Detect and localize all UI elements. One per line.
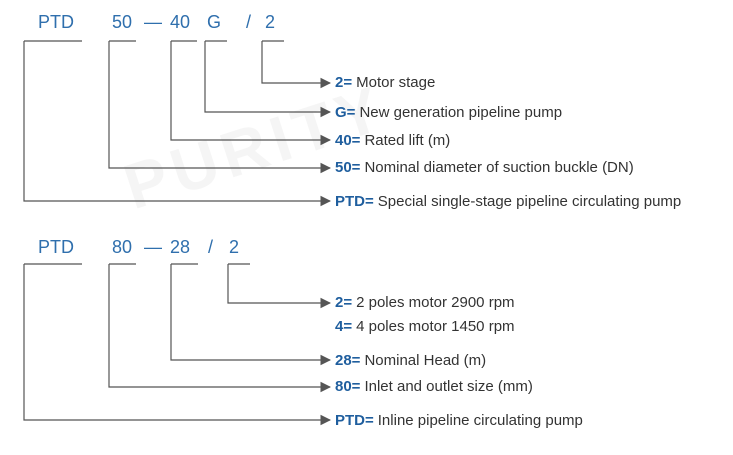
connector-size	[108, 264, 332, 393]
legend-row-generation: G=New generation pipeline pump	[335, 102, 562, 124]
legend-desc: Special single-stage pipeline circulatin…	[377, 193, 682, 210]
code-slash-2: /	[208, 237, 214, 257]
legend-key: 2=	[335, 74, 353, 91]
legend-row-diameter: 50=Nominal diameter of suction buckle (D…	[335, 157, 634, 179]
legend-desc: New generation pipeline pump	[359, 104, 563, 121]
code-diameter: 50	[112, 12, 133, 32]
code-lift: 40	[170, 12, 191, 32]
legend-desc: Nominal diameter of suction buckle (DN)	[364, 159, 634, 176]
legend-desc: Motor stage	[356, 74, 436, 91]
legend-key: 4=	[335, 318, 353, 335]
connector-diameter	[108, 41, 332, 174]
legend-key: 2=	[335, 294, 353, 311]
legend-row-lift: 40=Rated lift (m)	[335, 130, 450, 152]
legend-row-poles-2: 2=2 poles motor 2900 rpm	[335, 292, 515, 314]
connector-lift	[170, 41, 332, 146]
legend-desc: Rated lift (m)	[364, 132, 451, 149]
legend-key: PTD=	[335, 193, 374, 210]
code-dash: —	[144, 12, 162, 32]
legend-desc: 2 poles motor 2900 rpm	[356, 294, 515, 311]
code-size: 80	[112, 237, 133, 257]
connector-stage	[261, 41, 332, 89]
legend-key: PTD=	[335, 412, 374, 429]
legend-desc: 4 poles motor 1450 rpm	[356, 318, 515, 335]
connector-ptd	[23, 41, 332, 207]
legend-row-poles-4: 4=4 poles motor 1450 rpm	[335, 316, 515, 338]
code-ptd: PTD	[38, 12, 74, 32]
legend-key: 28=	[335, 352, 361, 369]
code-stage: 2	[265, 12, 276, 32]
connector-head	[170, 264, 332, 366]
code-head: 28	[170, 237, 191, 257]
legend-row-stage: 2=Motor stage	[335, 72, 435, 94]
legend-row-head: 28=Nominal Head (m)	[335, 350, 486, 372]
legend-row-ptd: PTD=Special single-stage pipeline circul…	[335, 191, 681, 213]
legend-desc: Inline pipeline circulating pump	[377, 412, 583, 429]
connector-generation	[204, 41, 332, 118]
legend-desc: Nominal Head (m)	[364, 352, 487, 369]
legend-row-size: 80=Inlet and outlet size (mm)	[335, 376, 533, 398]
legend-desc: Inlet and outlet size (mm)	[364, 378, 533, 395]
connector-poles	[227, 264, 332, 309]
code-slash: /	[246, 12, 252, 32]
code-dash-2: —	[144, 237, 162, 257]
code-ptd-2: PTD	[38, 237, 74, 257]
legend-key: 50=	[335, 159, 361, 176]
legend-key: G=	[335, 104, 356, 121]
legend-key: 40=	[335, 132, 361, 149]
legend-row-ptd-2: PTD=Inline pipeline circulating pump	[335, 410, 583, 432]
connector-ptd-2	[23, 264, 332, 426]
legend-key: 80=	[335, 378, 361, 395]
code-generation: G	[207, 12, 222, 32]
code-poles: 2	[229, 237, 240, 257]
